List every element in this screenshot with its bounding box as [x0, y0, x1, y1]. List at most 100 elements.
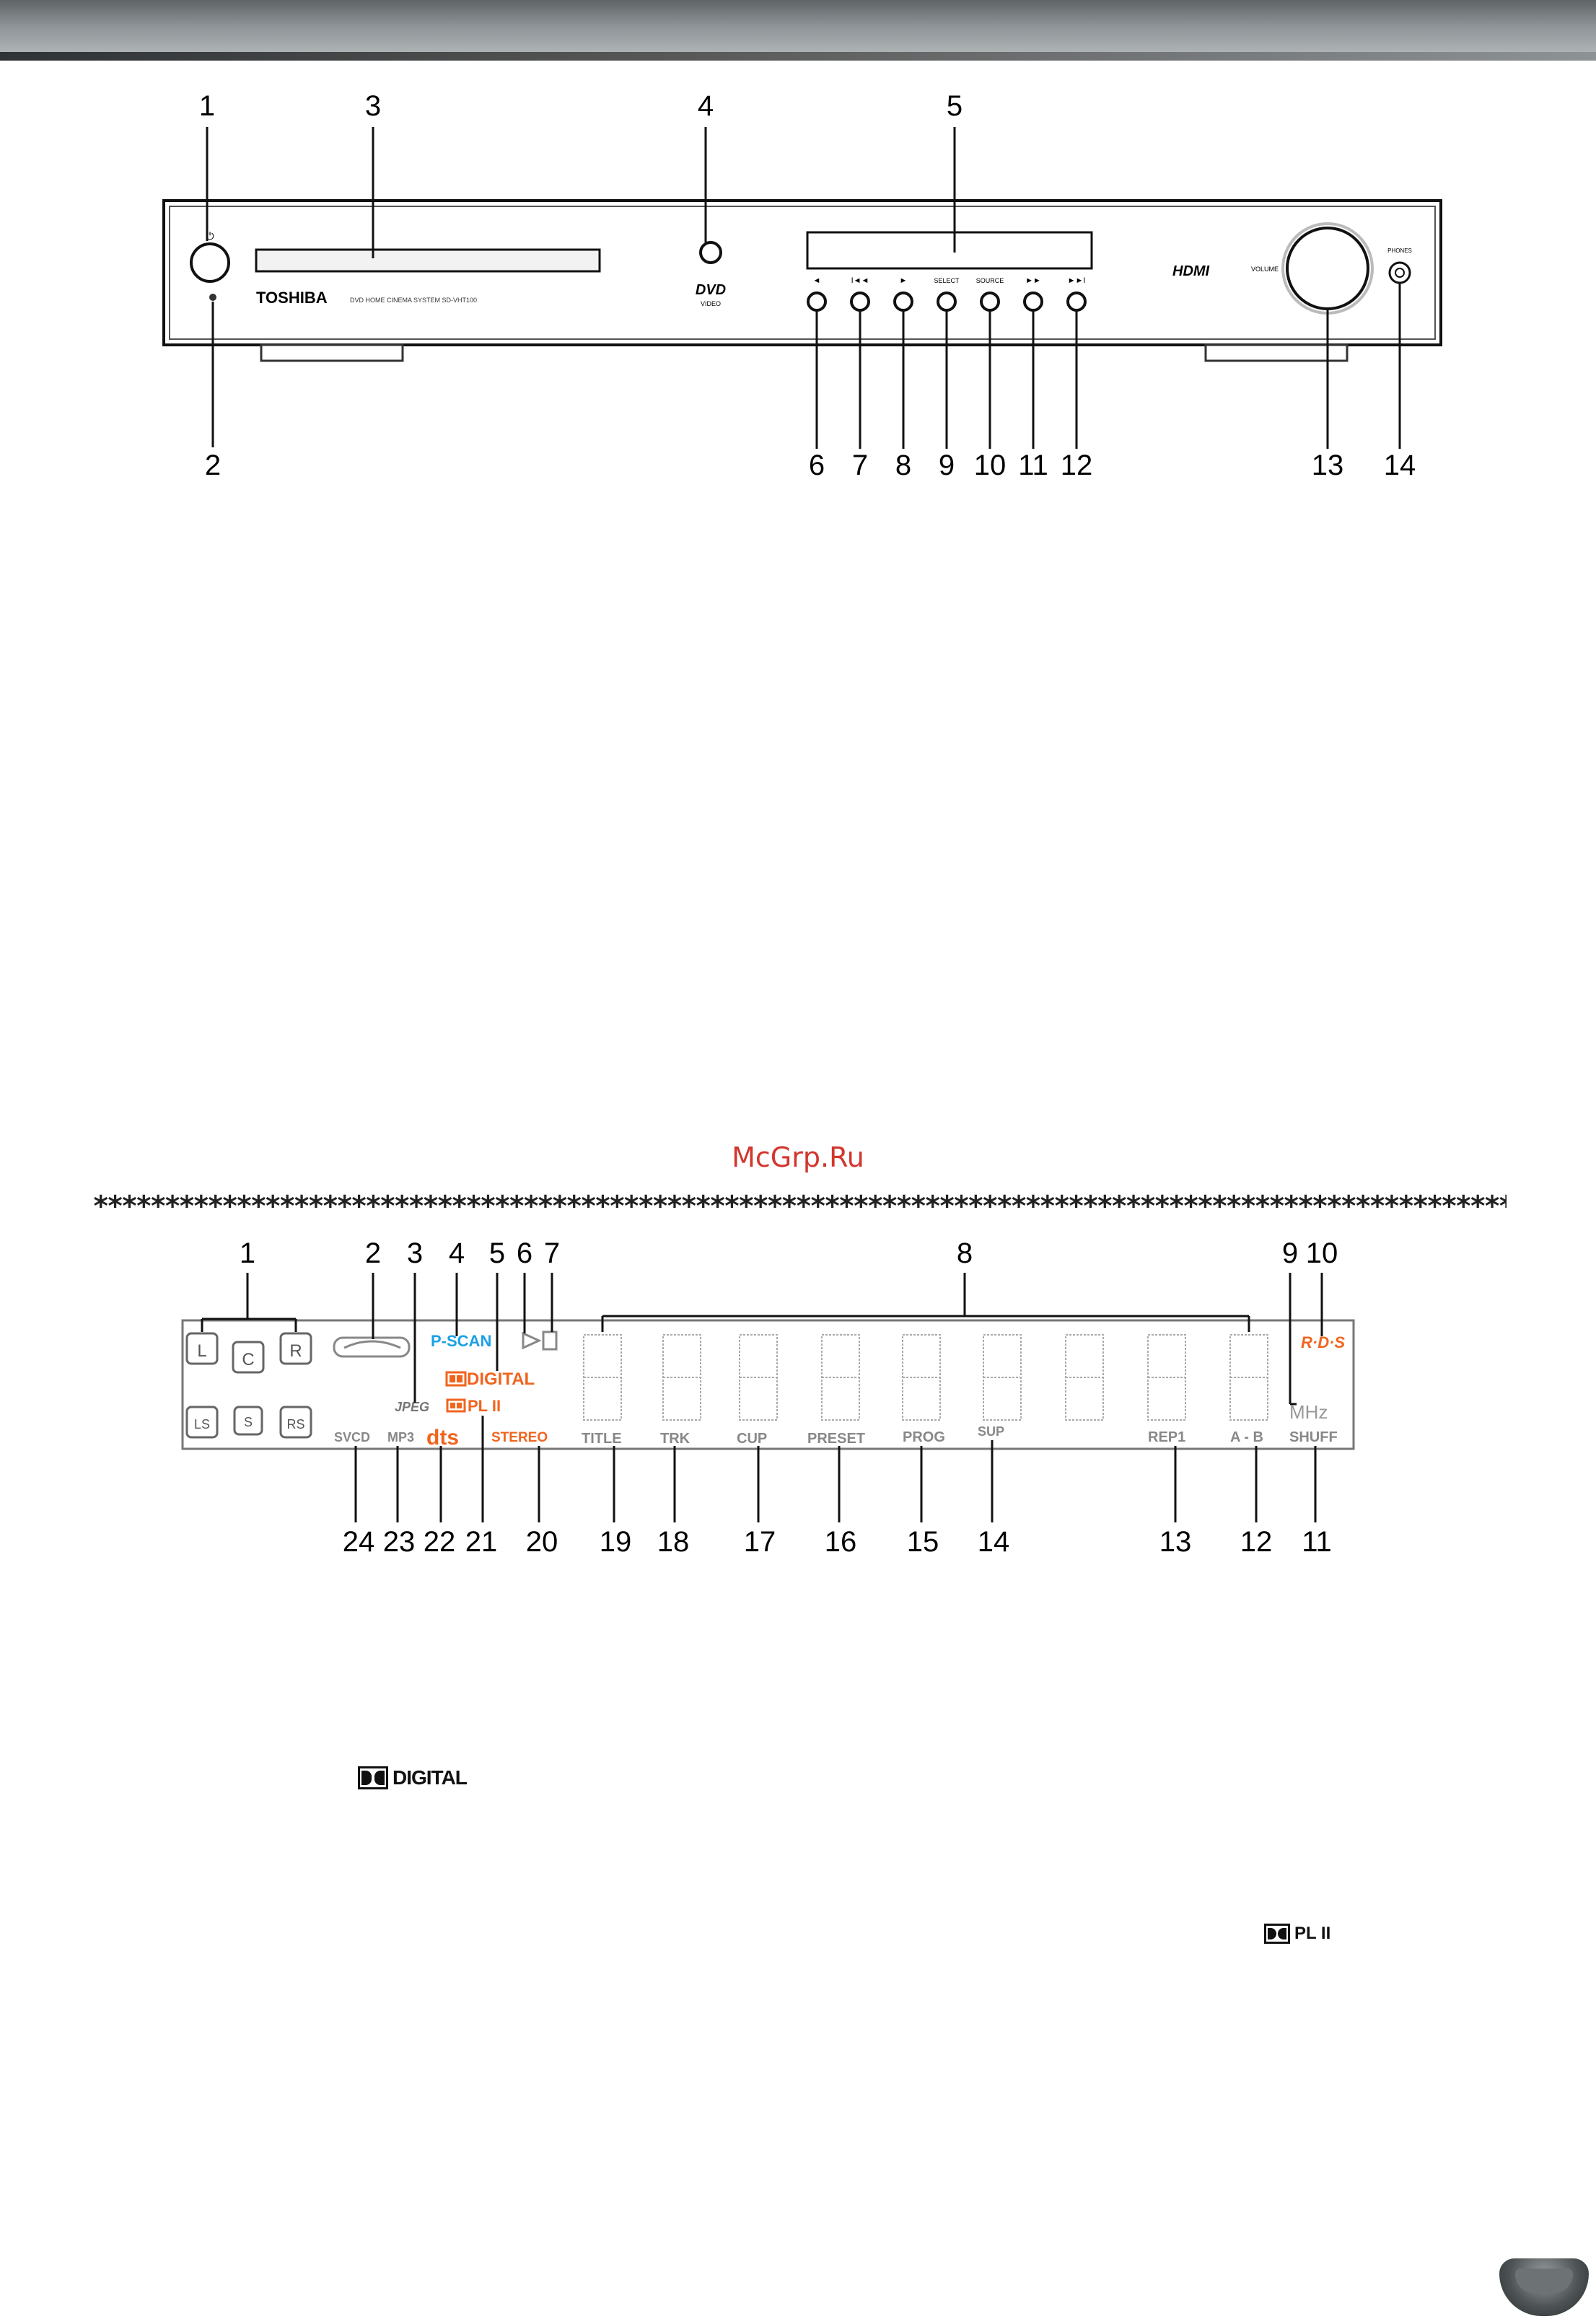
unit-body — [162, 199, 1442, 346]
trk-indicator: TRK — [660, 1431, 690, 1447]
display-callout-17: 17 — [744, 1526, 776, 1558]
dolby-plii-text: PL II — [1294, 1924, 1331, 1943]
phones-label: PHONES — [1387, 247, 1412, 254]
svg-text:►: ► — [900, 276, 908, 285]
jpeg-indicator: JPEG — [395, 1400, 429, 1414]
callout-14: 14 — [1384, 450, 1416, 481]
svg-text:SELECT: SELECT — [934, 277, 960, 284]
play-pause-icon — [522, 1331, 558, 1351]
brand-logo: TOSHIBA — [256, 289, 328, 307]
display-callout-20: 20 — [526, 1526, 558, 1558]
display-callout-6: 6 — [517, 1237, 532, 1269]
play-button[interactable] — [893, 291, 913, 312]
dvd-logo: DVD — [696, 282, 726, 298]
display-panel-figure: 1 2 3 4 5 6 7 8 9 10 L C R LS S RS — [155, 1227, 1461, 1573]
dolby-double-d-icon — [1264, 1924, 1290, 1944]
prog-indicator: PROG — [903, 1429, 945, 1445]
select-button[interactable] — [937, 291, 957, 312]
standby-indicator — [209, 294, 216, 301]
power-button[interactable] — [190, 242, 230, 283]
display-callout-15: 15 — [907, 1526, 939, 1558]
display-callout-13: 13 — [1159, 1526, 1192, 1558]
callout-8: 8 — [895, 450, 911, 481]
svg-text:►►: ►► — [1025, 276, 1041, 285]
callout-3: 3 — [365, 90, 381, 122]
display-callout-12: 12 — [1240, 1526, 1273, 1558]
stereo-indicator: STEREO — [491, 1430, 548, 1445]
display-callout-4: 4 — [449, 1237, 465, 1269]
unit-bezel — [169, 206, 1436, 340]
dolby-digital-indicator: DIGITAL — [445, 1369, 535, 1389]
display-callout-16: 16 — [825, 1526, 857, 1558]
display-callout-22: 22 — [424, 1526, 456, 1558]
header-bar — [0, 0, 1596, 61]
dolby-plii-indicator: PL II — [446, 1397, 501, 1415]
rep1-indicator: REP1 — [1148, 1429, 1185, 1445]
dolby-double-d-icon — [358, 1766, 388, 1789]
hdmi-logo: HDMI — [1172, 263, 1210, 279]
display-callout-8: 8 — [957, 1237, 973, 1269]
open-close-button[interactable] — [699, 241, 722, 264]
source-button[interactable] — [980, 291, 1000, 312]
watermark: McGrp.Ru — [732, 1141, 864, 1173]
title-indicator: TITLE — [582, 1431, 622, 1447]
volume-knob[interactable] — [1286, 227, 1369, 310]
preset-indicator: PRESET — [807, 1431, 865, 1447]
display-callout-5: 5 — [489, 1237, 505, 1269]
separator: ****************************************… — [92, 1191, 1507, 1222]
svg-text:⏻: ⏻ — [206, 230, 214, 242]
dolby-digital-text: DIGITAL — [393, 1766, 468, 1789]
display-callout-leaders — [201, 1273, 1323, 1522]
callout-10: 10 — [974, 450, 1007, 481]
svcd-indicator: SVCD — [334, 1430, 370, 1445]
fast-forward-button[interactable] — [1023, 291, 1043, 312]
display-callout-18: 18 — [657, 1526, 690, 1558]
right-foot — [1204, 343, 1349, 362]
cup-indicator: CUP — [737, 1431, 767, 1447]
svg-text:►►I: ►►I — [1068, 276, 1086, 285]
speaker-indicators: L C R LS S RS — [185, 1332, 312, 1439]
display-callout-23: 23 — [383, 1526, 416, 1558]
callout-1: 1 — [199, 90, 215, 122]
speaker-c: C — [242, 1350, 254, 1369]
speaker-l: L — [197, 1341, 206, 1361]
speaker-ls: LS — [194, 1417, 210, 1432]
display-callout-9: 9 — [1282, 1237, 1298, 1269]
volume-label: VOLUME — [1251, 266, 1279, 273]
prev-dir-button[interactable] — [807, 291, 827, 312]
skip-forward-button[interactable] — [1066, 291, 1087, 312]
header-bar-edge — [0, 52, 1596, 61]
display-callout-7: 7 — [544, 1237, 560, 1269]
svg-text:DIGITAL: DIGITAL — [467, 1369, 535, 1389]
front-panel-figure: 1 3 4 5 ⏻ TOSHIBA DVD HOME CINEMA SYSTEM… — [155, 79, 1447, 491]
rds-indicator: R·D·S — [1301, 1333, 1345, 1351]
display-callout-21: 21 — [465, 1526, 498, 1558]
callout-5: 5 — [947, 90, 963, 122]
callout-4: 4 — [698, 90, 714, 122]
display-callout-1: 1 — [240, 1237, 255, 1269]
callout-12: 12 — [1061, 450, 1093, 481]
dvd-logo-sub: VIDEO — [701, 300, 721, 307]
display-callout-24: 24 — [343, 1526, 375, 1558]
skip-back-button[interactable] — [850, 291, 870, 312]
svg-text:I◄◄: I◄◄ — [851, 276, 869, 285]
display-callout-19: 19 — [600, 1526, 632, 1558]
svg-text:◄: ◄ — [813, 276, 821, 285]
display-callout-14: 14 — [978, 1526, 1010, 1558]
svg-text:PL II: PL II — [468, 1397, 501, 1415]
mp3-indicator: MP3 — [387, 1430, 414, 1445]
speaker-rs: RS — [286, 1417, 304, 1432]
callout-6: 6 — [809, 450, 825, 481]
callout-2: 2 — [205, 450, 221, 481]
pscan-indicator: P-SCAN — [431, 1332, 491, 1350]
left-foot — [260, 343, 404, 362]
dolby-digital-logo: DIGITAL — [358, 1766, 468, 1789]
callout-11: 11 — [1018, 450, 1048, 481]
front-panel-diagram: 1 3 4 5 ⏻ TOSHIBA DVD HOME CINEMA SYSTEM… — [162, 90, 1442, 481]
speaker-s: S — [244, 1415, 253, 1429]
display-callout-11: 11 — [1302, 1526, 1332, 1558]
speaker-r: R — [289, 1341, 302, 1361]
display-callout-10: 10 — [1306, 1237, 1338, 1269]
disc-tray[interactable] — [255, 248, 601, 273]
ab-indicator: A - B — [1230, 1429, 1263, 1445]
